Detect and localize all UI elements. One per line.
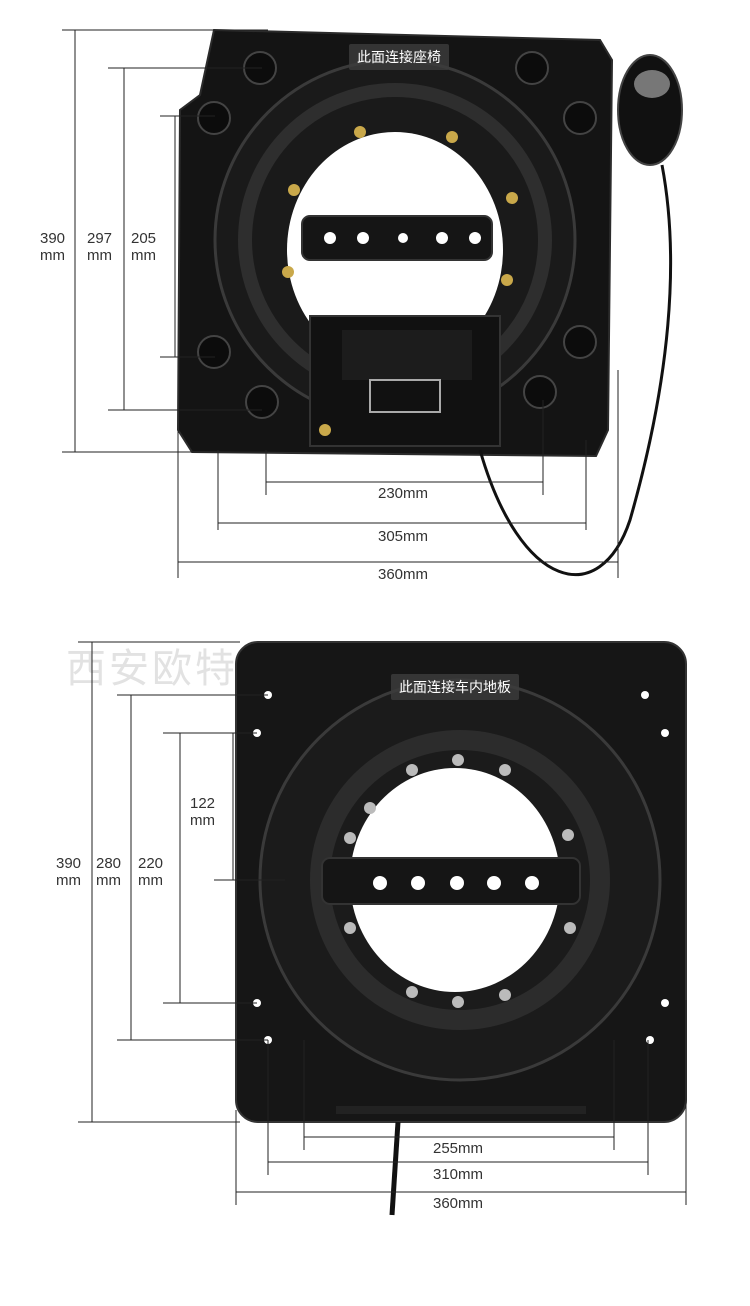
top-width-small-label: 230mm — [378, 485, 429, 502]
top-width-outer-label: 360mm — [378, 566, 429, 583]
top-width-mid-label: 305mm — [378, 528, 429, 545]
bottom-width-small-label: 255mm — [433, 1140, 484, 1157]
bottom-width-mid-label: 310mm — [433, 1166, 484, 1183]
top-face-tag: 此面连接座椅 — [349, 44, 449, 70]
bottom-face-tag: 此面连接车内地板 — [391, 674, 519, 700]
bottom-width-outer-label: 360mm — [433, 1195, 484, 1212]
top-swivel-plate-photo — [62, 28, 683, 578]
